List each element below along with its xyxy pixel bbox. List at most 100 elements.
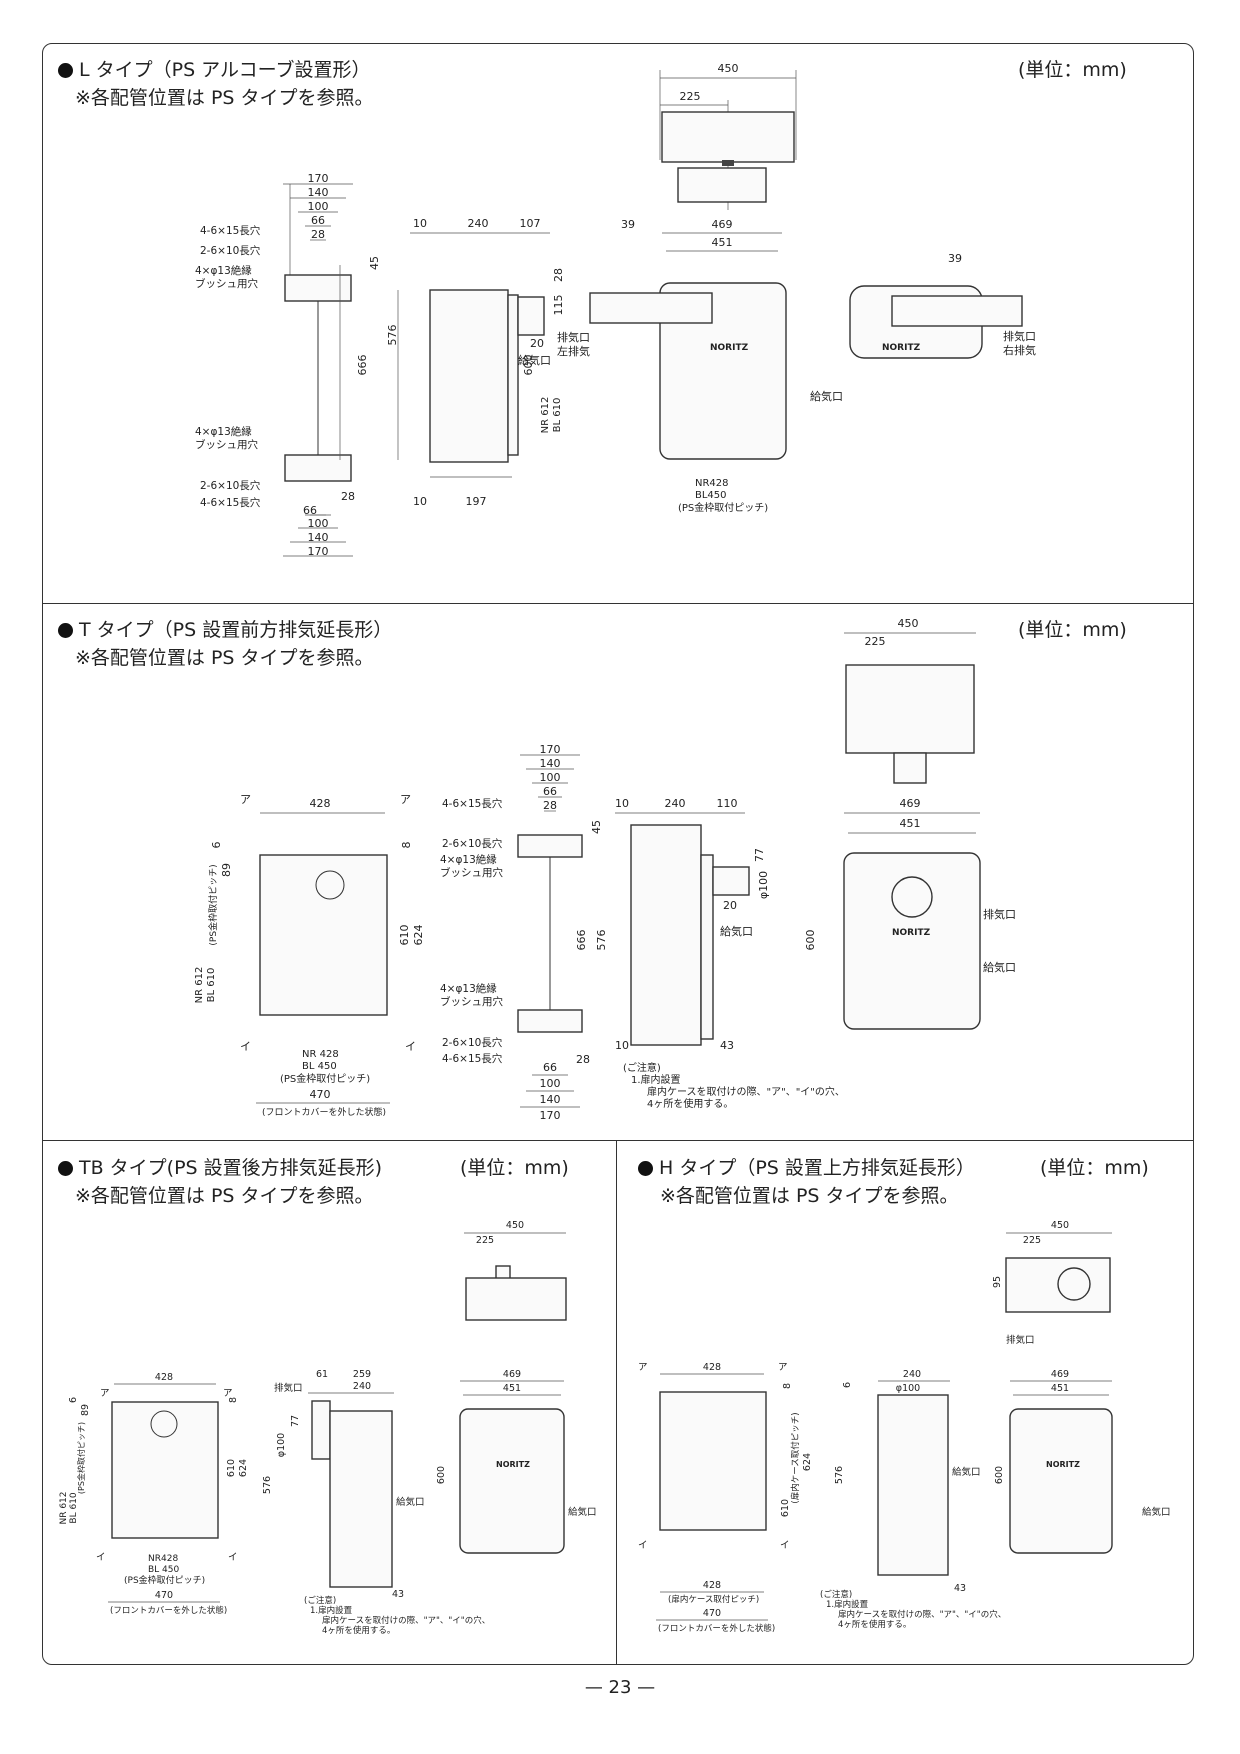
t-case-mark-a2: ア <box>400 793 411 806</box>
l-label-slot-2b: 2-6×10長穴 <box>200 479 261 492</box>
tb-side-dim-259: 259 <box>353 1369 371 1380</box>
tb-front-intake: 給気口 <box>568 1506 597 1518</box>
h-front-brand: NORITZ <box>1046 1460 1080 1469</box>
h-case-mark-i1: イ <box>638 1540 648 1551</box>
l-front-bl450: BL450 <box>695 490 727 501</box>
t-caution-title: (ご注意) <box>623 1061 661 1074</box>
t-dim-66: 66 <box>543 785 557 798</box>
l-right-dim-39: 39 <box>948 252 962 265</box>
tb-side-dim-240: 240 <box>353 1381 371 1392</box>
h-front-dim-451: 451 <box>1051 1383 1069 1394</box>
l-bracket-labels: 4-6×15長穴 2-6×10長穴 4×φ13絶縁 ブッシュ用穴 4×φ13絶縁… <box>195 224 261 509</box>
l-right-exhaust-right: 右排気 <box>1003 343 1036 357</box>
l-right-exhaust: 排気口 <box>1003 329 1036 343</box>
l-side-dim-107: 107 <box>520 217 541 230</box>
l-dim-170: 170 <box>308 172 329 185</box>
t-caution-1: 1.扉内設置 <box>631 1073 681 1086</box>
l-side-pitch-1: NR 612 <box>540 397 551 434</box>
h-case-dim-624: 624 <box>802 1453 813 1471</box>
l-type-title-text: L タイプ（PS アルコーブ設置形） <box>79 59 371 81</box>
tb-case-bl450: BL 450 <box>148 1565 180 1575</box>
l-front-dim-600: 600 <box>522 355 535 376</box>
tb-front-dim-469: 469 <box>503 1369 521 1380</box>
l-label-bush2b: ブッシュ用穴 <box>195 438 258 451</box>
t-side-dim-20: 20 <box>723 899 737 912</box>
tb-case-dim-470: 470 <box>155 1590 173 1601</box>
bullet-icon <box>58 63 73 78</box>
t-front-brand: NORITZ <box>892 928 931 938</box>
h-case-case-pitch: (扉内ケース取付ピッチ) <box>668 1594 759 1605</box>
t-front-dim-600: 600 <box>804 930 817 951</box>
l-top-view: 450 225 <box>659 62 797 210</box>
h-front-dim-469: 469 <box>1051 1369 1069 1380</box>
t-side-intake: 給気口 <box>720 924 753 938</box>
t-type-title-text: T タイプ（PS 設置前方排気延長形） <box>79 619 393 641</box>
tb-side-dim-phi100: φ100 <box>276 1433 287 1457</box>
t-label-slot-4: 4-6×15長穴 <box>442 797 503 810</box>
tb-case-pitch: (PS金枠取付ピッチ) <box>124 1574 205 1586</box>
t-dim-100b: 100 <box>540 1077 561 1090</box>
t-top-dim-225: 225 <box>865 635 886 648</box>
tb-case-nr428: NR428 <box>148 1554 178 1564</box>
l-dim-28b: 28 <box>341 490 355 503</box>
t-label-slot-2: 2-6×10長穴 <box>442 837 503 850</box>
tb-case-dim-428: 428 <box>155 1372 173 1383</box>
t-case-pitch: (PS金枠取付ピッチ) <box>280 1072 370 1085</box>
t-side-dim-10b: 10 <box>615 1039 629 1052</box>
l-front-dim-115: 115 <box>552 295 565 316</box>
tb-case-mark-i1: イ <box>96 1552 106 1563</box>
t-caution-3: 4ヶ所を使用する。 <box>647 1097 733 1110</box>
l-top-dim-225: 225 <box>680 90 701 103</box>
t-label-bush2: ブッシュ用穴 <box>440 866 503 879</box>
h-top-dim-95: 95 <box>992 1276 1003 1288</box>
h-side-dim-240: 240 <box>903 1369 921 1380</box>
h-top-dim-225: 225 <box>1023 1235 1041 1246</box>
l-dim-100b: 100 <box>308 517 329 530</box>
t-case-dim-8: 8 <box>400 842 413 849</box>
l-dim-140: 140 <box>308 186 329 199</box>
h-type-title: H タイプ（PS 設置上方排気延長形） <box>638 1156 975 1180</box>
t-side-dim-666: 666 <box>575 930 588 951</box>
l-front-exhaust: 排気口 <box>557 330 590 344</box>
tb-top-dim-450: 450 <box>506 1220 524 1231</box>
tb-case-mark-a2: ア <box>223 1388 233 1399</box>
page-frame <box>42 43 1194 1665</box>
t-side-view: 10 240 110 666 576 77 φ100 20 給気口 10 43 … <box>575 797 845 1110</box>
h-case-dim-610: 610 <box>780 1499 791 1517</box>
tb-case-dim-89: 89 <box>80 1404 91 1416</box>
t-dim-28: 28 <box>543 799 557 812</box>
l-front-dim-451: 451 <box>712 236 733 249</box>
tb-case-bl610: BL 610 <box>69 1492 79 1524</box>
l-label-bush1: 4×φ13絶縁 <box>195 264 252 277</box>
t-label-slot-2b: 2-6×10長穴 <box>442 1036 503 1049</box>
l-side-intake: 給気口 <box>518 353 551 367</box>
tb-front-view: 469 451 600 NORITZ 給気口 <box>436 1369 597 1554</box>
tb-case-dim-8: 8 <box>228 1397 239 1403</box>
l-front-dim-28: 28 <box>552 268 565 282</box>
t-label-slot-4b: 4-6×15長穴 <box>442 1052 503 1065</box>
h-side-dim-6: 6 <box>842 1382 853 1388</box>
h-top-exhaust: 排気口 <box>1006 1334 1035 1346</box>
h-caution-title: (ご注意) <box>820 1589 852 1600</box>
h-case-dim-428: 428 <box>703 1362 721 1373</box>
tb-case-dim-610: 610 <box>226 1459 237 1477</box>
l-label-bush2: ブッシュ用穴 <box>195 277 258 290</box>
t-side-dim-43: 43 <box>720 1039 734 1052</box>
tb-case-mark-i2: イ <box>228 1552 238 1563</box>
l-dim-28: 28 <box>311 228 325 241</box>
tb-case-mark-a1: ア <box>100 1388 110 1399</box>
t-side-dim-77: 77 <box>753 848 766 862</box>
tb-case-pitch-frame-v: (PS金枠取付ピッチ) <box>76 1422 86 1494</box>
l-front-brand: NORITZ <box>710 343 749 353</box>
h-caution-2: 扉内ケースを取付けの際、"ア"、"イ"の穴、 <box>838 1609 1006 1620</box>
t-case-dim-6: 6 <box>210 842 223 849</box>
t-front-view: 469 451 600 NORITZ 排気口 給気口 <box>804 797 1016 1030</box>
tb-front-brand: NORITZ <box>496 1460 530 1469</box>
t-side-dim-576: 576 <box>595 930 608 951</box>
t-case-bl610: BL 610 <box>206 968 217 1003</box>
l-front-nr428: NR428 <box>695 478 729 489</box>
h-side-dim-phi100: φ100 <box>896 1383 920 1394</box>
l-top-dim-450: 450 <box>718 62 739 75</box>
divider-3 <box>616 1140 617 1664</box>
t-case-dim-610: 610 <box>398 925 411 946</box>
